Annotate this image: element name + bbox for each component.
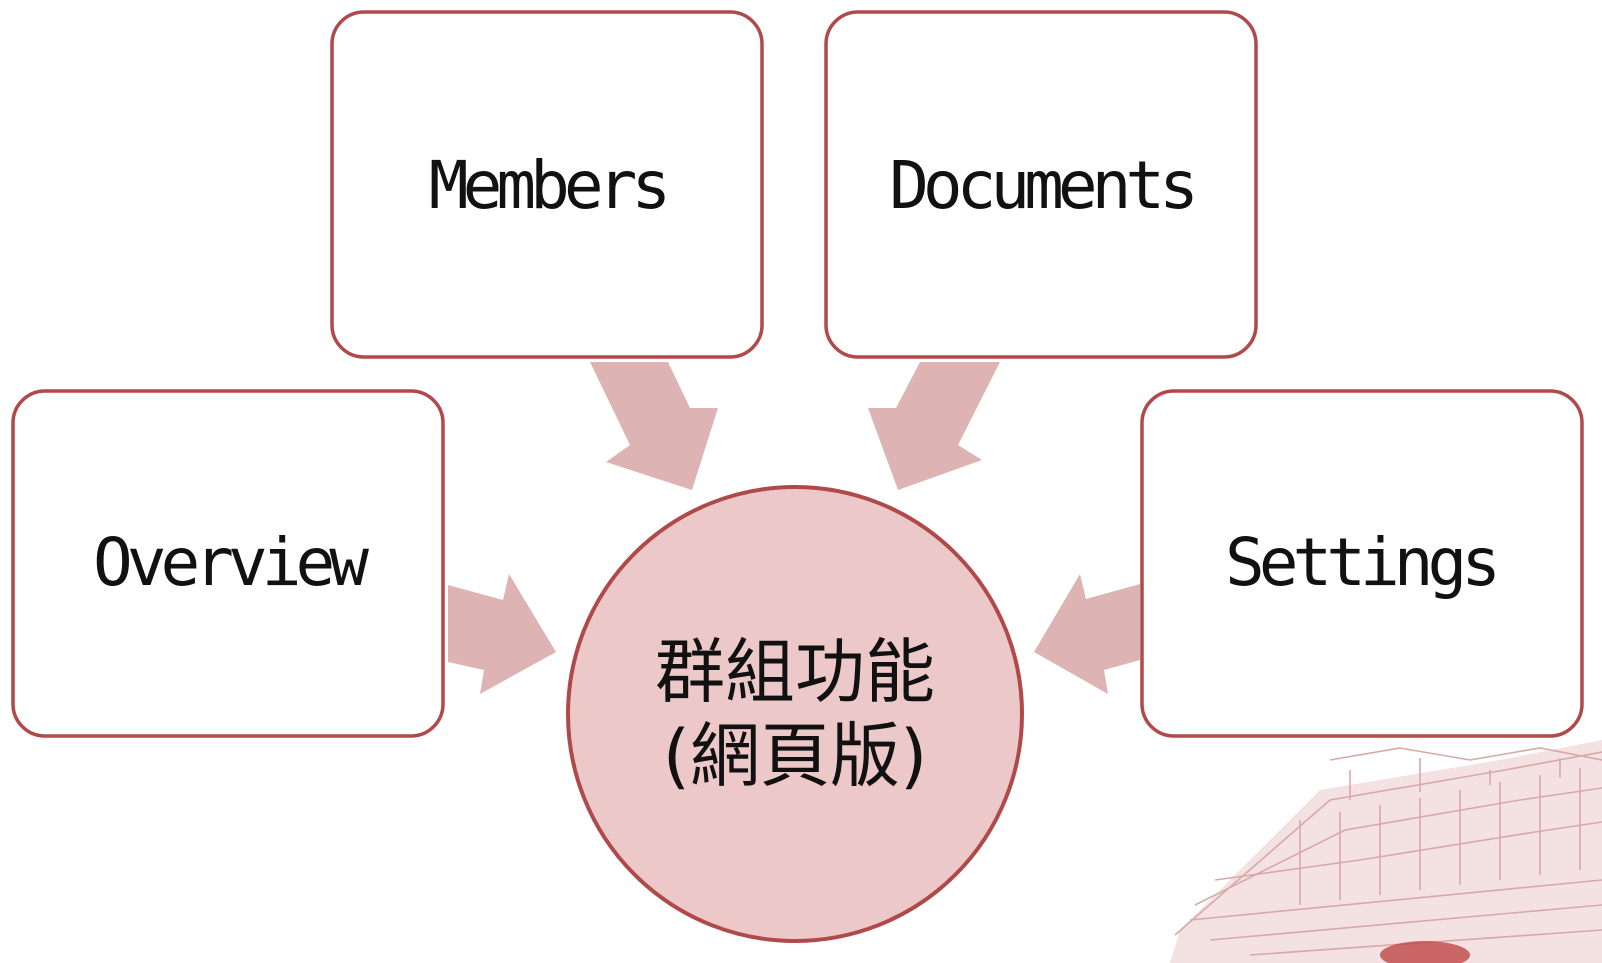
center-title-line2: (網頁版): [663, 715, 928, 797]
arrow-members-to-center: [590, 362, 718, 490]
arrow-settings-to-center: [1034, 574, 1140, 694]
arrow-overview-to-center: [448, 574, 556, 694]
center-node[interactable]: 群組功能 (網頁版): [566, 485, 1024, 943]
overview-node[interactable]: Overview: [11, 389, 445, 738]
documents-label: Documents: [889, 147, 1193, 224]
arrow-documents-to-center: [868, 362, 1000, 490]
members-node[interactable]: Members: [330, 10, 764, 359]
building-watermark-icon: [1170, 740, 1602, 963]
center-title-line1: 群組功能: [655, 631, 935, 713]
documents-node[interactable]: Documents: [824, 10, 1258, 359]
members-label: Members: [429, 147, 665, 224]
settings-label: Settings: [1225, 524, 1495, 601]
settings-node[interactable]: Settings: [1140, 389, 1584, 738]
overview-label: Overview: [93, 524, 369, 601]
